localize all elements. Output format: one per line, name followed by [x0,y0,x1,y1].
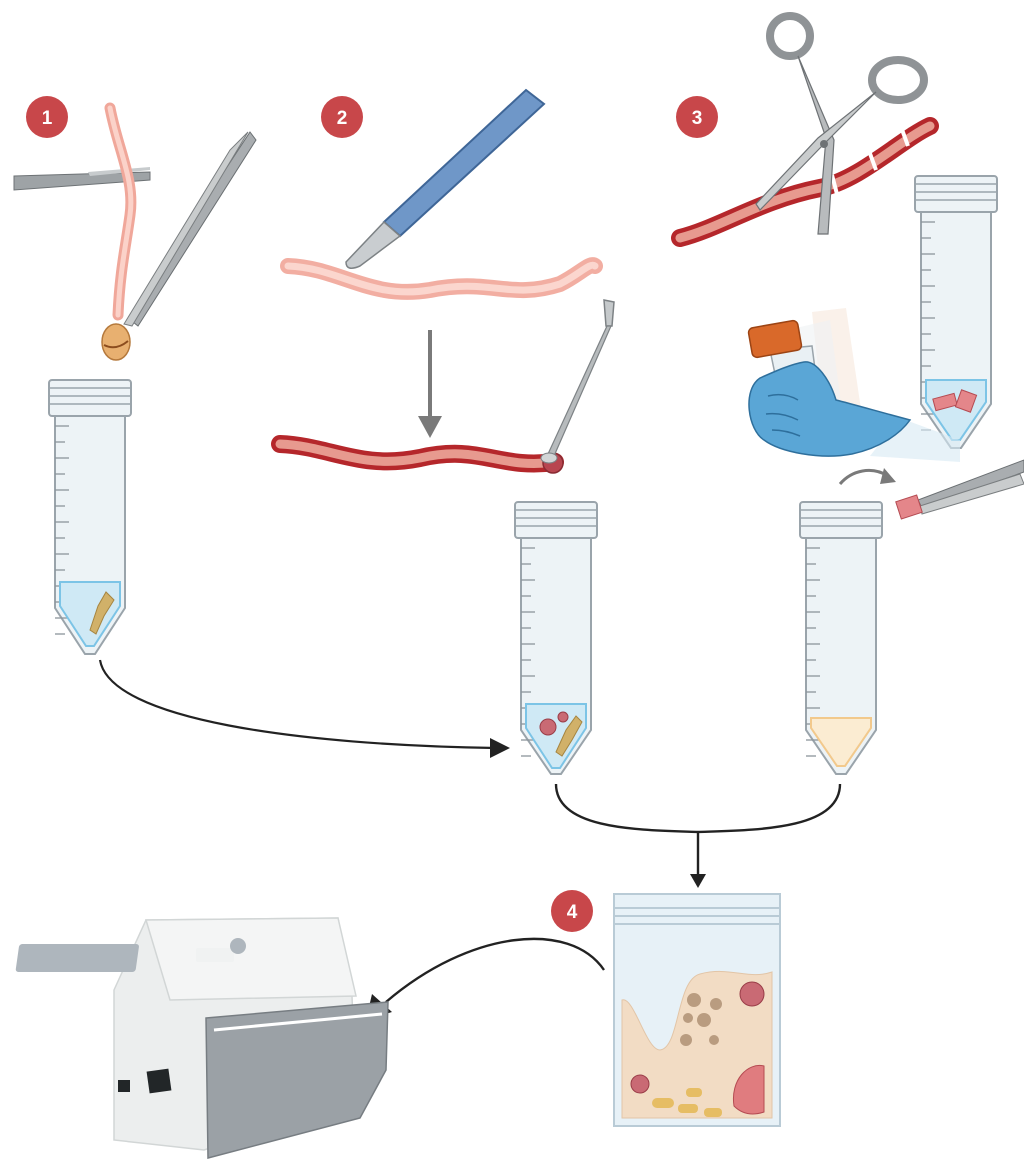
down-arrow [418,330,442,438]
step-3-number: 3 [692,108,703,129]
arrow-tube1-to-tube2-head [490,738,510,758]
step-1-badge: 1 [26,96,68,138]
homogenizer-icon [15,918,388,1158]
spatula-icon [541,300,614,463]
step-1-number: 1 [42,108,53,129]
vessel-step3 [680,124,930,238]
forceps-diagonal-icon [124,132,256,326]
opened-vessel [280,444,563,473]
tube-step1 [49,380,131,654]
arrow-bag-to-homogenizer [366,939,604,1020]
step-4-badge: 4 [551,890,593,932]
bag-icon [614,894,780,1126]
scalpel-icon [346,90,544,268]
tube-step3-lower [800,502,882,774]
forceps-step3-icon [896,460,1024,519]
step-2-number: 2 [337,108,348,129]
tube-step2 [515,502,597,774]
step-3-badge: 3 [676,96,718,138]
merge-bracket [556,784,840,888]
arrow-tube1-to-tube2 [100,660,496,748]
step-2-badge: 2 [321,96,363,138]
curved-arrow-gray [840,468,896,484]
tube-step3-upper [915,176,997,448]
step-4-number: 4 [567,902,578,923]
tissue-strand-step2 [288,265,595,292]
